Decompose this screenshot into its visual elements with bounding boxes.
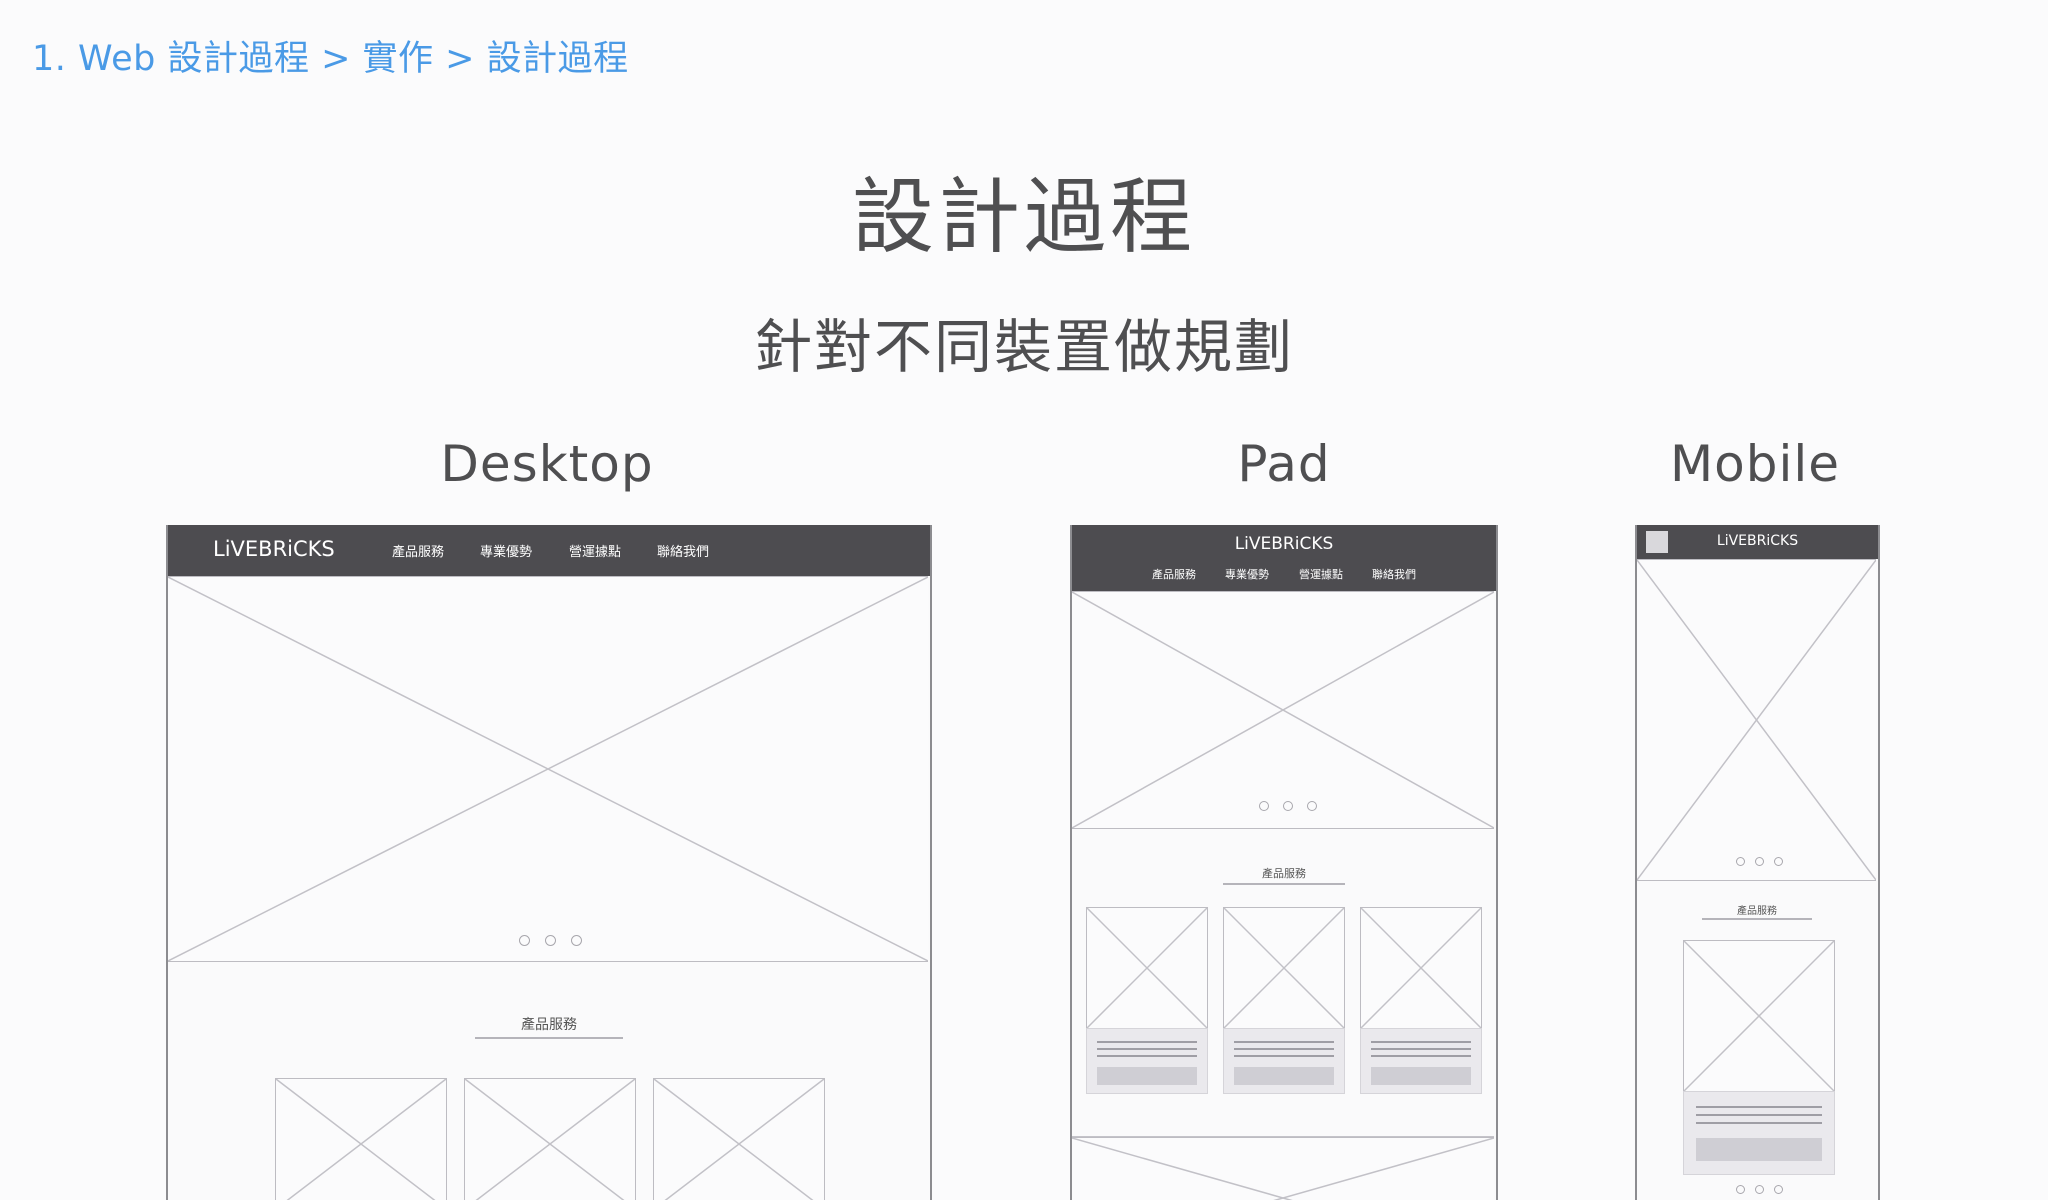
card-text-line bbox=[1371, 1048, 1471, 1050]
pad-product-card-body bbox=[1223, 1028, 1345, 1094]
mobile-wireframe: LiVEBRiCKS 產品服務 bbox=[1635, 525, 1880, 1200]
desktop-nav-item[interactable]: 專業優勢 bbox=[480, 545, 533, 560]
carousel-dot[interactable] bbox=[545, 935, 556, 946]
page-title: 設計過程 bbox=[851, 170, 1196, 265]
card-text-line bbox=[1234, 1041, 1334, 1043]
desktop-product-card-image bbox=[653, 1078, 825, 1200]
pad-nav-item[interactable]: 專業優勢 bbox=[1225, 568, 1269, 581]
pad-logo: LiVEBRiCKS bbox=[1234, 534, 1334, 554]
carousel-dot[interactable] bbox=[1307, 801, 1317, 811]
card-button[interactable] bbox=[1097, 1067, 1197, 1085]
pad-nav-item[interactable]: 產品服務 bbox=[1152, 568, 1196, 581]
page-subtitle: 針對不同裝置做規劃 bbox=[753, 313, 1294, 381]
mobile-section-underline bbox=[1702, 918, 1812, 920]
carousel-dot[interactable] bbox=[519, 935, 530, 946]
card-button[interactable] bbox=[1371, 1067, 1471, 1085]
pad-section-underline bbox=[1223, 883, 1345, 885]
mobile-logo: LiVEBRiCKS bbox=[1716, 533, 1799, 549]
card-button[interactable] bbox=[1696, 1138, 1822, 1161]
pad-nav-item[interactable]: 營運據點 bbox=[1299, 568, 1343, 581]
image-placeholder-icon bbox=[654, 1079, 824, 1200]
card-text-line bbox=[1097, 1055, 1197, 1057]
carousel-dot[interactable] bbox=[1259, 801, 1269, 811]
desktop-navbar: LiVEBRiCKS 產品服務 專業優勢 營運據點 聯絡我們 bbox=[168, 525, 930, 576]
pad-wireframe: LiVEBRiCKS 產品服務 專業優勢 營運據點 聯絡我們 產品服務 bbox=[1070, 525, 1498, 1200]
carousel-dot[interactable] bbox=[1283, 801, 1293, 811]
pad-product-card-image bbox=[1223, 907, 1345, 1029]
image-placeholder-icon bbox=[168, 577, 928, 961]
image-placeholder-icon bbox=[276, 1079, 446, 1200]
carousel-dots-icon[interactable] bbox=[519, 935, 582, 946]
desktop-product-card-image bbox=[275, 1078, 447, 1200]
card-button[interactable] bbox=[1234, 1067, 1334, 1085]
pad-product-card-body bbox=[1360, 1028, 1482, 1094]
image-placeholder-icon bbox=[1684, 941, 1834, 1091]
menu-icon[interactable] bbox=[1646, 531, 1668, 553]
carousel-dot[interactable] bbox=[1736, 857, 1745, 866]
card-text-line bbox=[1097, 1048, 1197, 1050]
card-text-line bbox=[1371, 1055, 1471, 1057]
image-placeholder-icon bbox=[1072, 592, 1494, 828]
desktop-label: Desktop bbox=[440, 435, 654, 493]
card-text-line bbox=[1696, 1122, 1822, 1124]
pad-nav-item[interactable]: 聯絡我們 bbox=[1372, 568, 1416, 581]
card-text-line bbox=[1097, 1041, 1197, 1043]
breadcrumb[interactable]: 1. Web 設計過程 > 實作 > 設計過程 bbox=[32, 39, 629, 79]
pad-product-card-body bbox=[1086, 1028, 1208, 1094]
card-text-line bbox=[1371, 1041, 1471, 1043]
desktop-wireframe: LiVEBRiCKS 產品服務 專業優勢 營運據點 聯絡我們 產品服務 bbox=[166, 525, 932, 1200]
pad-hero-image-placeholder bbox=[1072, 591, 1494, 829]
pad-product-card-image bbox=[1360, 907, 1482, 1029]
desktop-logo: LiVEBRiCKS bbox=[213, 537, 335, 561]
pad-product-card-image bbox=[1086, 907, 1208, 1029]
image-placeholder-icon bbox=[1224, 908, 1344, 1028]
pad-navbar: LiVEBRiCKS 產品服務 專業優勢 營運據點 聯絡我們 bbox=[1072, 525, 1496, 591]
image-placeholder-icon bbox=[1087, 908, 1207, 1028]
desktop-section-underline bbox=[475, 1037, 623, 1039]
desktop-nav-item[interactable]: 聯絡我們 bbox=[657, 545, 710, 560]
image-placeholder-icon bbox=[465, 1079, 635, 1200]
pad-section-title: 產品服務 bbox=[1262, 867, 1306, 880]
image-placeholder-icon bbox=[1637, 560, 1876, 880]
carousel-dots-icon[interactable] bbox=[1736, 857, 1783, 866]
carousel-dot[interactable] bbox=[1774, 1185, 1783, 1194]
card-text-line bbox=[1234, 1048, 1334, 1050]
mobile-product-card-body bbox=[1683, 1091, 1835, 1175]
desktop-product-card-image bbox=[464, 1078, 636, 1200]
card-text-line bbox=[1234, 1055, 1334, 1057]
mobile-product-card-image bbox=[1683, 940, 1835, 1092]
desktop-section-title: 產品服務 bbox=[521, 1017, 577, 1033]
desktop-nav-item[interactable]: 產品服務 bbox=[392, 545, 445, 560]
carousel-dot[interactable] bbox=[1755, 857, 1764, 866]
image-placeholder-icon bbox=[1072, 1138, 1494, 1200]
pad-label: Pad bbox=[1237, 435, 1331, 493]
carousel-dot[interactable] bbox=[571, 935, 582, 946]
desktop-nav-item[interactable]: 營運據點 bbox=[569, 545, 622, 560]
carousel-dot[interactable] bbox=[1736, 1185, 1745, 1194]
pad-next-image-placeholder bbox=[1072, 1137, 1494, 1200]
carousel-dots-icon[interactable] bbox=[1736, 1185, 1783, 1194]
image-placeholder-icon bbox=[1361, 908, 1481, 1028]
desktop-hero-image-placeholder bbox=[168, 576, 928, 962]
mobile-label: Mobile bbox=[1669, 435, 1840, 493]
carousel-dot[interactable] bbox=[1774, 857, 1783, 866]
carousel-dot[interactable] bbox=[1755, 1185, 1764, 1194]
card-text-line bbox=[1696, 1114, 1822, 1116]
mobile-navbar: LiVEBRiCKS bbox=[1637, 525, 1878, 559]
mobile-hero-image-placeholder bbox=[1637, 559, 1876, 881]
carousel-dots-icon[interactable] bbox=[1259, 801, 1317, 811]
mobile-section-title: 產品服務 bbox=[1737, 906, 1777, 917]
card-text-line bbox=[1696, 1106, 1822, 1108]
